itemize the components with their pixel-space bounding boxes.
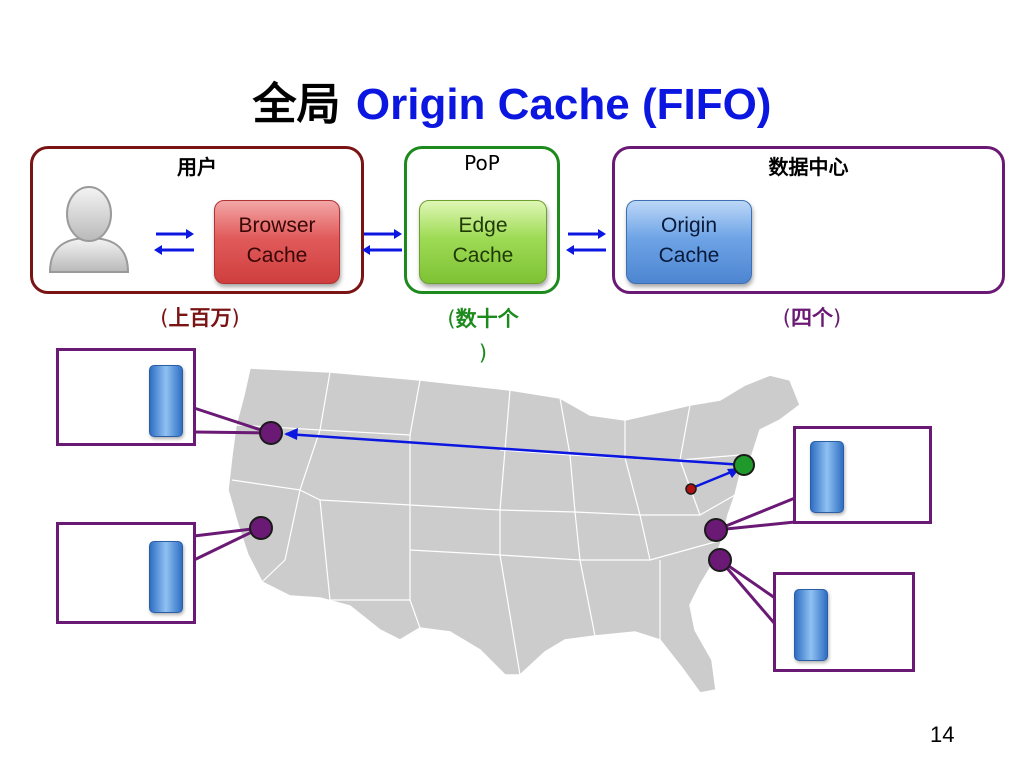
client-arrow-line: [691, 468, 737, 490]
pop-group-label: PoP: [464, 151, 500, 175]
server-icon: [149, 365, 183, 437]
user-count-value: 上百万: [168, 306, 232, 330]
pop-count-value: 数十个: [455, 307, 519, 331]
datacenter-group-box: 数据中心: [612, 146, 1005, 294]
bidirectional-arrows-icon: [362, 229, 402, 255]
route-arrow-line: [285, 432, 745, 467]
datacenter-count-open: (: [782, 306, 791, 330]
origin-cache-box: Origin Cache: [626, 200, 752, 284]
browser-cache-box: Browser Cache: [214, 200, 340, 284]
datacenter-count-value: 四个: [791, 306, 833, 330]
title-prefix: 全局: [252, 79, 341, 130]
datacenter-count-label: (四个): [742, 302, 882, 332]
datacenter-group-label: 数据中心: [768, 155, 849, 179]
user-count-open: (: [160, 306, 169, 330]
server-icon: [794, 589, 828, 661]
edge-cache-box: Edge Cache: [419, 200, 547, 284]
us-map-landmass: [227, 367, 801, 694]
user-group-label: 用户: [177, 155, 217, 179]
datacenter-dot-virginia: [704, 518, 728, 542]
pop-count-label: (数十个): [418, 302, 548, 370]
edge-cache-line2: Cache: [452, 244, 514, 267]
datacenter-dot-carolina: [708, 548, 732, 572]
edge-cache-line1: Edge: [458, 214, 508, 237]
server-icon: [810, 441, 844, 513]
browser-cache-line1: Browser: [238, 214, 316, 237]
pop-dot: [733, 454, 755, 476]
origin-cache-line1: Origin: [660, 214, 718, 237]
user-count-close: ): [231, 306, 240, 330]
pop-count-close: ): [478, 341, 488, 365]
title-accent: Origin Cache (FIFO): [355, 80, 772, 129]
callout-box-carolina: [773, 572, 915, 672]
route-arrow-head: [284, 428, 298, 440]
user-count-label: (上百万): [130, 302, 270, 332]
datacenter-dot-california: [249, 516, 273, 540]
callout-box-virginia: [793, 426, 932, 524]
user-group-box: 用户: [30, 146, 364, 294]
callout-box-oregon: [56, 348, 196, 446]
slide-title: 全局 Origin Cache (FIFO): [0, 68, 1024, 132]
datacenter-count-close: ): [833, 306, 842, 330]
callout-box-california: [56, 522, 196, 624]
user-avatar-icon: [48, 186, 130, 273]
bidirectional-arrows-icon: [566, 229, 606, 255]
origin-cache-line2: Cache: [658, 244, 720, 267]
client-dot: [685, 483, 697, 495]
browser-cache-line2: Cache: [246, 244, 308, 267]
server-icon: [149, 541, 183, 613]
pop-count-open: (: [447, 307, 456, 331]
pop-group-box: PoP: [404, 146, 560, 294]
bidirectional-arrows-icon: [154, 229, 194, 255]
datacenter-dot-oregon: [259, 421, 283, 445]
slide-page-number: 14: [930, 722, 955, 747]
